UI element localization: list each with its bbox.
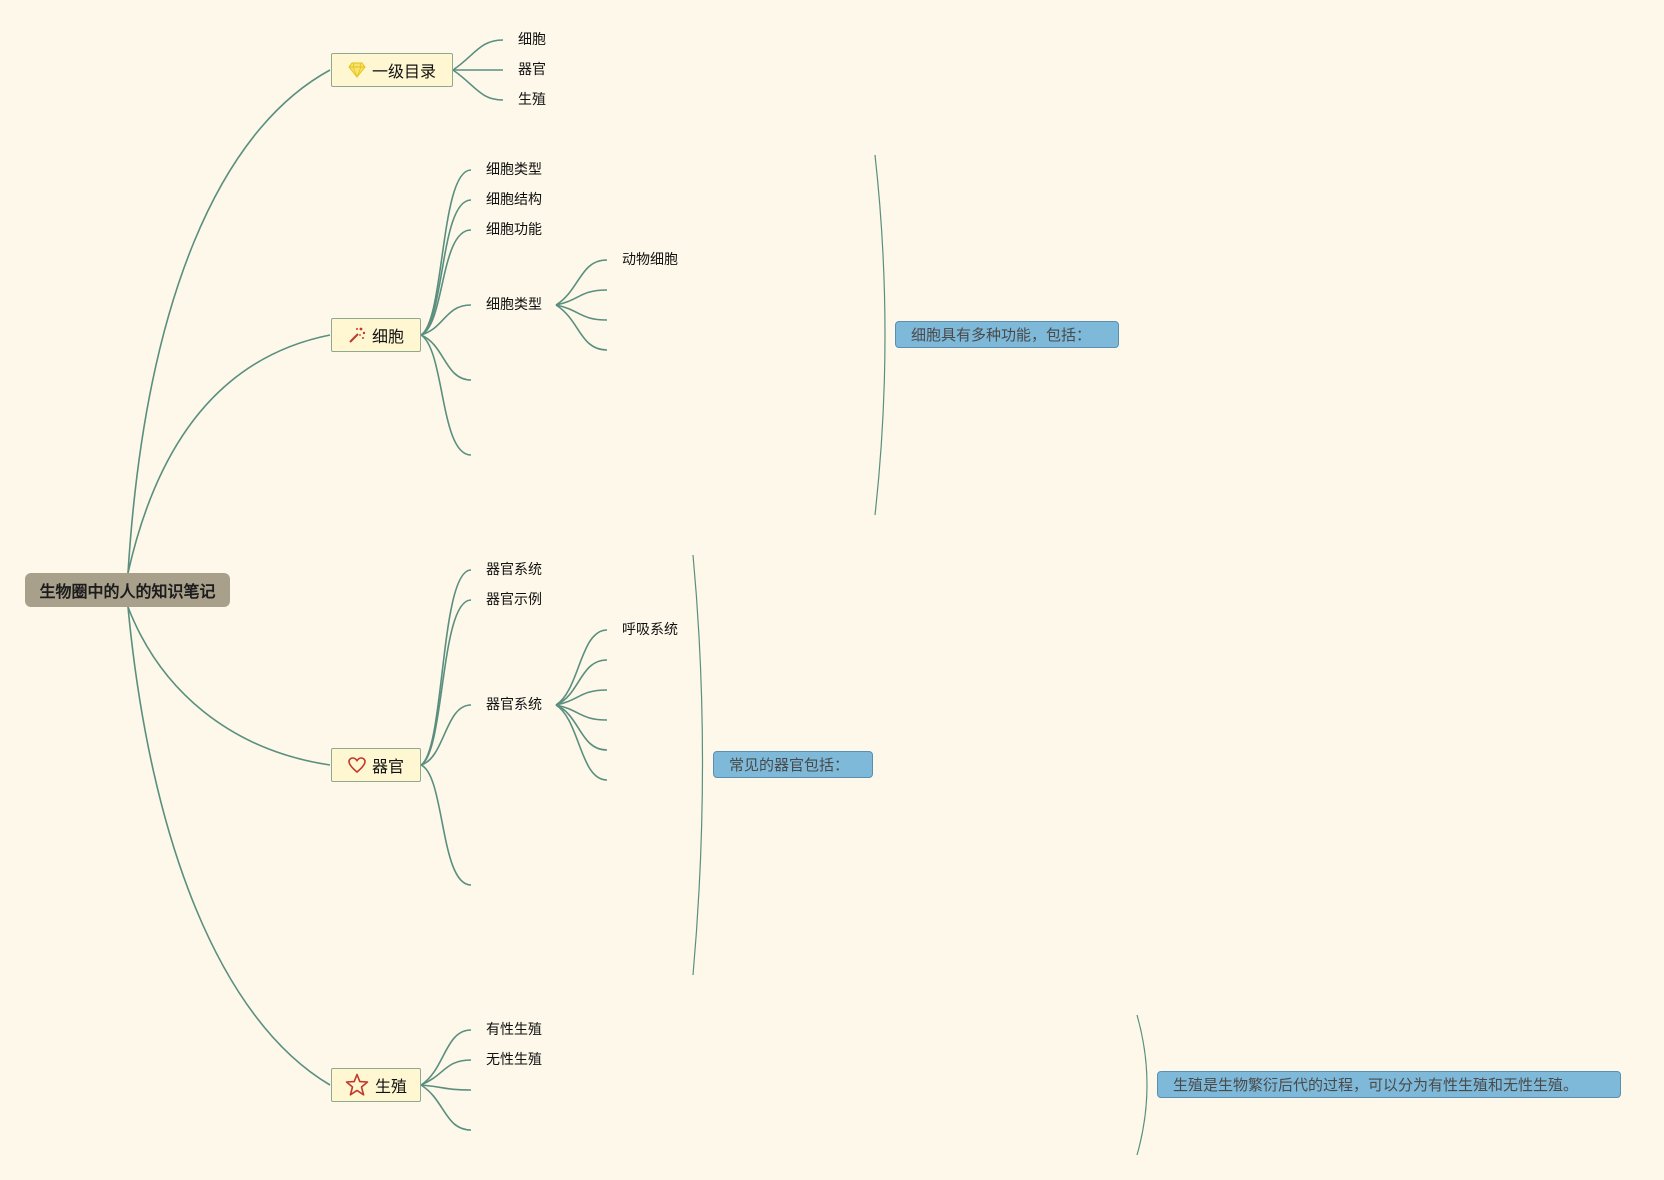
branch-celltype-2 bbox=[555, 289, 608, 306]
branch-celltype-1 bbox=[555, 259, 608, 306]
branch-organ-2 bbox=[420, 599, 472, 766]
branch-repro-1 bbox=[420, 1029, 472, 1086]
branch-organ-1 bbox=[420, 569, 472, 766]
branch-cell-1 bbox=[420, 169, 472, 336]
branch-cell-5 bbox=[420, 334, 472, 381]
topic-repro[interactable]: 生殖 bbox=[331, 1068, 421, 1102]
branch-catalog-1 bbox=[452, 39, 504, 71]
summary-note-organ[interactable]: 常见的器官包括： bbox=[713, 751, 873, 778]
cell-type-animal[interactable]: 动物细胞 bbox=[622, 252, 678, 268]
branch-cell-3 bbox=[420, 229, 472, 336]
branch-celltype-3 bbox=[555, 304, 608, 321]
diamond-icon bbox=[348, 62, 366, 78]
branch-root-cell bbox=[127, 334, 331, 574]
branch-root-repro bbox=[127, 606, 331, 1086]
branch-celltype-4 bbox=[555, 304, 608, 351]
catalog-item-cell[interactable]: 细胞 bbox=[518, 32, 546, 48]
heart-icon bbox=[348, 757, 366, 773]
branch-organsys-2 bbox=[555, 659, 608, 706]
branch-organsys-5 bbox=[555, 704, 608, 751]
branch-root-organ bbox=[127, 606, 331, 766]
summary-note-cell-text: 细胞具有多种功能，包括： bbox=[911, 326, 1092, 344]
organ-item-system-2[interactable]: 器官系统 bbox=[486, 697, 542, 713]
summary-brace-repro bbox=[1136, 1014, 1148, 1156]
topic-organ-label: 器官 bbox=[371, 757, 404, 776]
branch-cell-4 bbox=[420, 304, 472, 336]
repro-item-sexual[interactable]: 有性生殖 bbox=[486, 1022, 542, 1038]
topic-organ[interactable]: 器官 bbox=[331, 748, 421, 782]
topic-cell-label: 细胞 bbox=[371, 327, 404, 346]
branch-root-catalog bbox=[127, 69, 331, 574]
catalog-item-organ[interactable]: 器官 bbox=[518, 62, 546, 78]
branch-organsys-4 bbox=[555, 704, 608, 721]
branch-repro-3 bbox=[420, 1084, 472, 1091]
summary-note-organ-text: 常见的器官包括： bbox=[729, 756, 850, 774]
repro-item-asexual[interactable]: 无性生殖 bbox=[486, 1052, 542, 1068]
cell-item-function[interactable]: 细胞功能 bbox=[486, 222, 542, 238]
branch-organsys-3 bbox=[555, 689, 608, 706]
topic-repro-label: 生殖 bbox=[374, 1077, 407, 1096]
branch-organsys-1 bbox=[555, 629, 608, 706]
topic-catalog[interactable]: 一级目录 bbox=[331, 53, 453, 87]
cell-item-type[interactable]: 细胞类型 bbox=[486, 162, 542, 178]
summary-brace-cell bbox=[874, 154, 886, 516]
topic-cell[interactable]: 细胞 bbox=[331, 318, 421, 352]
organ-item-system[interactable]: 器官系统 bbox=[486, 562, 542, 578]
star-icon bbox=[345, 1073, 369, 1097]
cell-item-structure[interactable]: 细胞结构 bbox=[486, 192, 542, 208]
summary-note-cell[interactable]: 细胞具有多种功能，包括： bbox=[895, 321, 1119, 348]
branch-organ-3 bbox=[420, 704, 472, 766]
branch-catalog-3 bbox=[452, 69, 504, 101]
branch-cell-6 bbox=[420, 334, 472, 456]
root-topic[interactable]: 生物圈中的人的知识笔记 bbox=[25, 573, 230, 607]
cell-item-type-2[interactable]: 细胞类型 bbox=[486, 297, 542, 313]
magic-wand-icon bbox=[348, 326, 366, 344]
summary-brace-organ bbox=[692, 554, 704, 976]
branch-organ-4 bbox=[420, 764, 472, 886]
organ-item-example[interactable]: 器官示例 bbox=[486, 592, 542, 608]
summary-note-repro[interactable]: 生殖是生物繁衍后代的过程，可以分为有性生殖和无性生殖。 bbox=[1157, 1071, 1621, 1098]
branch-repro-2 bbox=[420, 1059, 472, 1086]
topic-catalog-label: 一级目录 bbox=[371, 62, 436, 81]
organ-system-respiratory[interactable]: 呼吸系统 bbox=[622, 622, 678, 638]
branch-cell-2 bbox=[420, 199, 472, 336]
catalog-item-repro[interactable]: 生殖 bbox=[518, 92, 546, 108]
branch-organsys-6 bbox=[555, 704, 608, 781]
root-topic-label: 生物圈中的人的知识笔记 bbox=[39, 582, 216, 601]
summary-note-repro-text: 生殖是生物繁衍后代的过程，可以分为有性生殖和无性生殖。 bbox=[1173, 1076, 1579, 1094]
branch-repro-4 bbox=[420, 1084, 472, 1131]
